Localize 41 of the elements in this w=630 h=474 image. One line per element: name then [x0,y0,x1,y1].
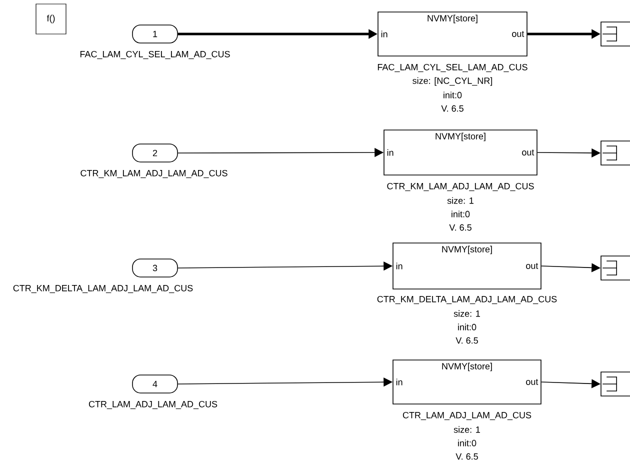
block-title: NVMY[store] [428,14,478,24]
inport-block: 1 [132,24,178,44]
inport-block: 3 [132,258,178,278]
block-title: NVMY[store] [442,362,492,372]
block-parameter: V. 6.5 [441,105,464,112]
port-label: out [526,379,538,385]
terminator-block [600,372,630,396]
terminator-block [600,140,630,166]
block-parameter: size: 1 [454,310,480,317]
block-title: NVMY[store] [436,132,486,142]
inport-block: 4 [132,374,178,394]
port-label: in [381,30,388,38]
block-parameter: size: 1 [454,426,480,433]
function-block: f() [36,4,66,34]
block-parameter: V. 6.5 [449,224,472,231]
port-label: in [396,262,402,270]
block-parameter: size: 1 [447,197,474,204]
block-parameter: V. 6.5 [456,453,478,460]
block-title: NVMY[store] [442,246,492,254]
port-label: out [522,150,534,156]
block-parameter: CTR_LAM_ADJ_LAM_AD_CUS [402,412,532,420]
block-parameter: init:0 [444,92,462,98]
signal-name: FAC_LAM_CYL_SEL_LAM_AD_CUS [80,50,230,60]
inport-block: 2 [132,144,178,162]
block-parameter: init:0 [458,324,476,330]
terminator-block [600,256,630,280]
signal-name: CTR_KM_DELTA_LAM_ADJ_LAM_AD_CUS [13,284,193,294]
signal-name: CTR_LAM_ADJ_LAM_AD_CUS [88,400,218,410]
port-label: out [526,263,538,269]
block-parameter: FAC_LAM_CYL_SEL_LAM_AD_CUS [378,64,528,72]
block-parameter: CTR_KM_DELTA_LAM_ADJ_LAM_AD_CUS [377,296,557,304]
block-parameter: init:0 [452,210,470,218]
port-label: out [512,31,524,37]
terminator-block [600,22,630,46]
block-parameter: V. 6.5 [456,337,478,344]
block-parameter: size: [NC_CYL_NR] [412,77,492,86]
block-parameter: CTR_KM_LAM_ADJ_LAM_AD_CUS [387,182,534,192]
block-parameter: init:0 [458,440,476,446]
port-label: in [387,149,394,156]
signal-name: CTR_KM_LAM_ADJ_LAM_AD_CUS [80,170,228,178]
port-label: in [396,378,402,386]
